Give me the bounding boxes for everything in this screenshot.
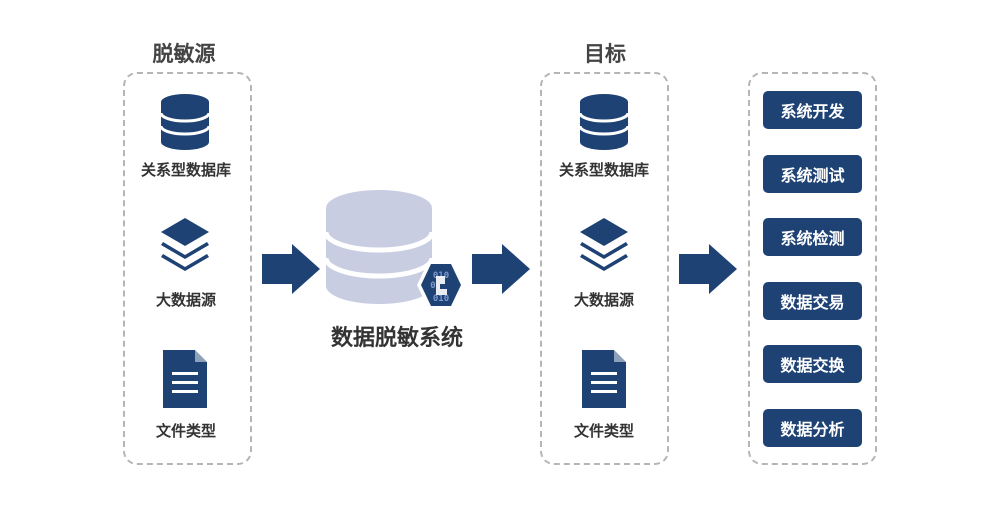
badge-bits-middle: 0 xyxy=(430,281,435,291)
use-case-data-trade-button[interactable]: 数据交易 xyxy=(763,282,862,320)
target-heading: 目标 xyxy=(584,42,626,66)
use-case-panel xyxy=(748,72,877,465)
use-case-data-exchange-button[interactable]: 数据交换 xyxy=(763,345,862,383)
layers-icon xyxy=(161,218,209,271)
source-label-big-data: 大数据源 xyxy=(155,291,216,309)
system-title: 数据脱敏系统 xyxy=(330,326,463,351)
target-label-relational-db: 关系型数据库 xyxy=(558,161,649,179)
use-case-system-test-button[interactable]: 系统测试 xyxy=(763,155,862,193)
document-icon xyxy=(582,350,626,408)
badge-bits-bottom: 010 xyxy=(433,294,449,304)
database-with-shield-icon: 010 0 010 xyxy=(323,190,465,310)
target-panel xyxy=(540,72,669,465)
document-icon xyxy=(163,350,207,408)
use-case-system-dev-button[interactable]: 系统开发 xyxy=(763,91,862,129)
database-icon xyxy=(578,94,630,150)
source-heading: 脱敏源 xyxy=(152,42,216,66)
target-label-big-data: 大数据源 xyxy=(573,291,634,309)
target-label-file-type: 文件类型 xyxy=(573,422,634,440)
source-label-relational-db: 关系型数据库 xyxy=(140,161,231,179)
flow-arrow-icon xyxy=(262,244,320,294)
use-case-system-inspect-button[interactable]: 系统检测 xyxy=(763,218,862,256)
flow-arrow-icon xyxy=(472,244,530,294)
layers-icon xyxy=(580,218,628,271)
database-icon xyxy=(159,94,211,150)
source-label-file-type: 文件类型 xyxy=(155,422,216,440)
flow-arrow-icon xyxy=(679,244,737,294)
source-panel xyxy=(123,72,252,465)
use-case-data-analysis-button[interactable]: 数据分析 xyxy=(763,409,862,447)
